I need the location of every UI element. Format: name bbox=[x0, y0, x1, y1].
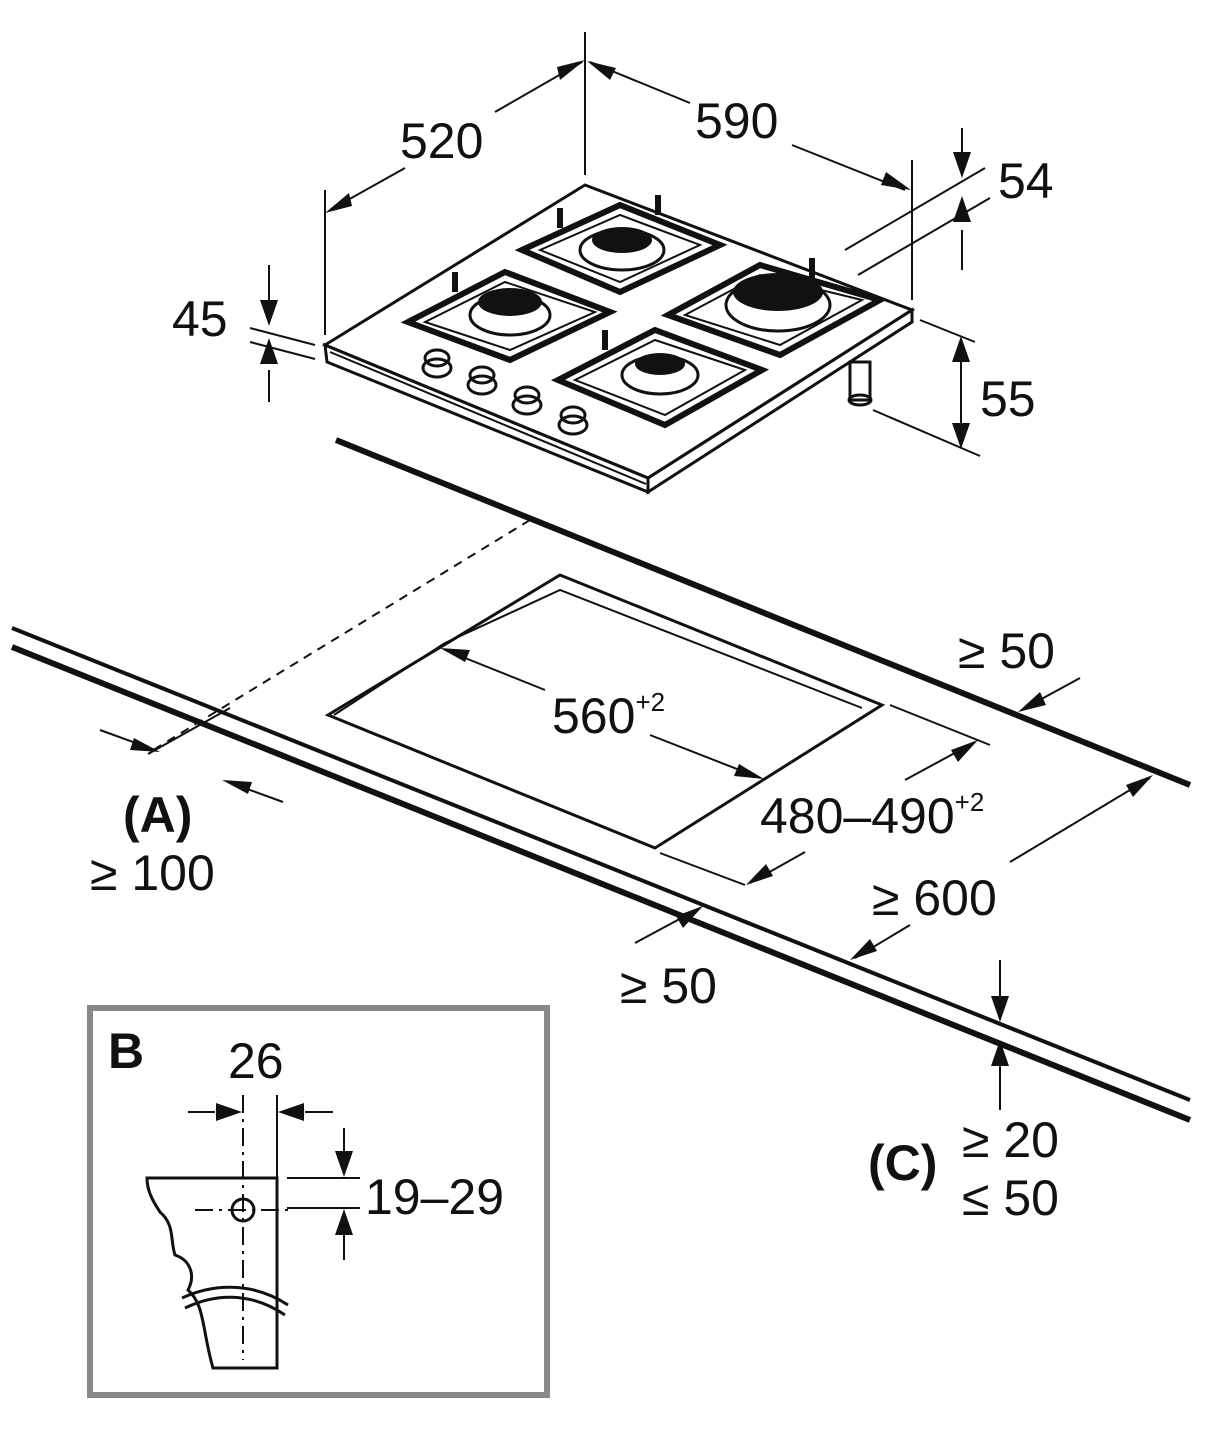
hob-front-offset-label: 54 bbox=[998, 153, 1054, 209]
cutout-depth-label: 480–490+2 bbox=[760, 787, 984, 844]
cutout-depth-tolerance: +2 bbox=[955, 787, 985, 817]
gas-hob bbox=[321, 183, 916, 495]
pan-support-back bbox=[514, 195, 728, 296]
burner-front bbox=[620, 353, 700, 396]
burner-right bbox=[724, 273, 832, 333]
control-knob-1 bbox=[421, 348, 453, 379]
hob-height-below-label: 55 bbox=[980, 371, 1036, 427]
detail-b-width-label: 26 bbox=[228, 1033, 284, 1089]
cutout-depth-value: 480–490 bbox=[760, 788, 955, 844]
control-knob-3 bbox=[511, 385, 543, 416]
clearance-a-label: (A) bbox=[123, 787, 192, 843]
hob-height-above-label: 45 bbox=[172, 291, 228, 347]
hob-depth-label: 520 bbox=[400, 113, 483, 169]
control-knob-4 bbox=[557, 405, 589, 436]
hob-dimension-lines bbox=[249, 32, 991, 457]
clearance-c-label: (C) bbox=[868, 1135, 937, 1191]
detail-b-panel bbox=[87, 1005, 550, 1398]
burner-back bbox=[578, 227, 666, 272]
cutout bbox=[324, 573, 886, 850]
detail-b-label: B bbox=[108, 1023, 144, 1079]
detail-b-height-label: 19–29 bbox=[365, 1169, 504, 1225]
worktop-depth-label: ≥ 600 bbox=[872, 870, 997, 926]
cutout-width-label: 560+2 bbox=[552, 687, 665, 744]
clearance-c-max: ≤ 50 bbox=[962, 1170, 1059, 1226]
clearance-c-min: ≥ 20 bbox=[962, 1112, 1059, 1168]
hob-width-label: 590 bbox=[695, 93, 778, 149]
clearance-a-value: ≥ 100 bbox=[90, 845, 215, 901]
cutout-width-value: 560 bbox=[552, 688, 635, 744]
front-clearance-label: ≥ 50 bbox=[620, 958, 717, 1014]
pan-support-front bbox=[550, 326, 770, 429]
cutout-width-tolerance: +2 bbox=[635, 687, 665, 717]
burner-left bbox=[468, 288, 552, 337]
clearance-dimension-lines bbox=[99, 648, 1153, 1110]
worktop bbox=[10, 437, 1192, 1123]
pan-support-left bbox=[400, 268, 618, 364]
back-clearance-label: ≥ 50 bbox=[958, 623, 1055, 679]
control-knob-2 bbox=[466, 365, 498, 396]
